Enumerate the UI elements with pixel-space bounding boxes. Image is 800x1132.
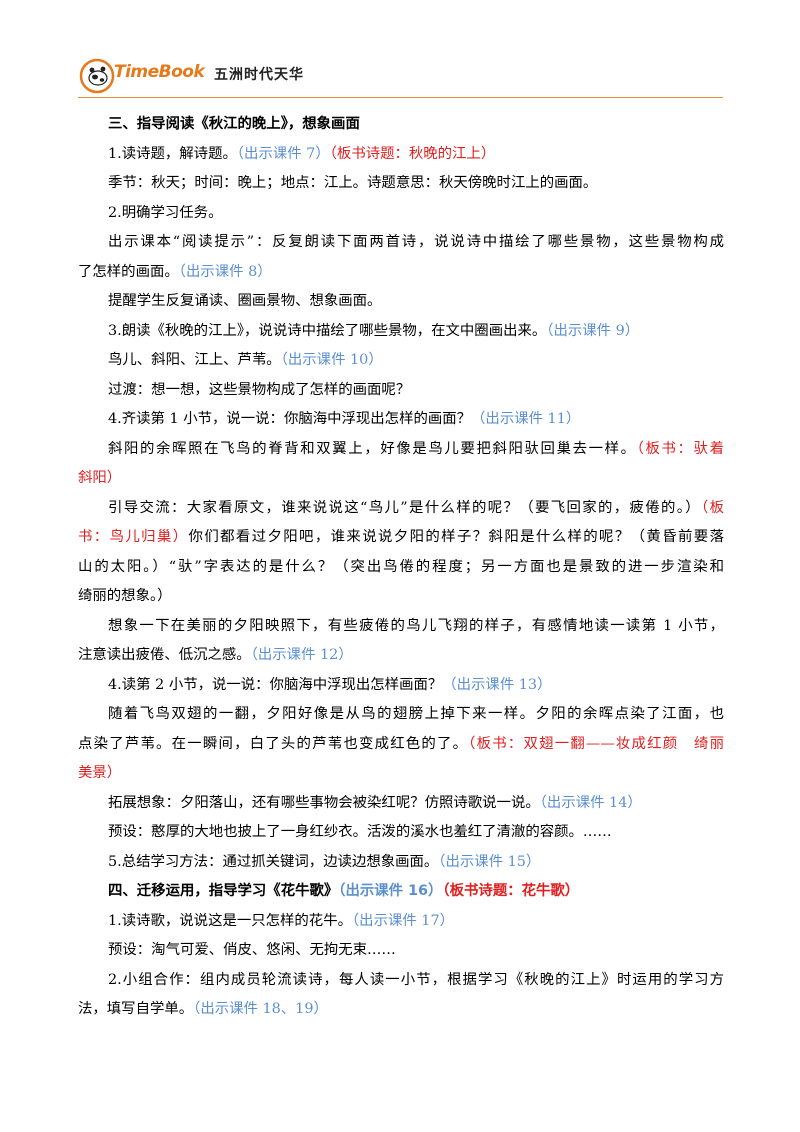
brand-name: TimeBook <box>114 62 205 82</box>
text-line: 1.读诗歌，说说这是一只怎样的花牛。（出示课件 17） <box>78 907 724 937</box>
text-segment: 了怎样的画面。 <box>78 263 179 280</box>
text-segment: 注意读出疲倦、低沉之感。 <box>78 647 251 663</box>
courseware-note: （出示课件 13） <box>442 676 552 693</box>
brand-name-chinese: 五洲时代天华 <box>214 67 304 83</box>
text-line: 5.总结学习方法：通过抓关键词，边读边想象画面。（出示课件 15） <box>78 848 724 878</box>
header: TimeBook 五洲时代天华 <box>78 58 378 94</box>
text-segment: 4.齐读第 1 小节，说一说：你脑海中浮现出怎样的画面？ <box>108 411 472 427</box>
text-segment: 预设：憨厚的大地也披上了一身红纱衣。活泼的溪水也羞红了清澈的容颜。…… <box>108 824 612 840</box>
courseware-note: （出示课件 7） <box>236 145 330 162</box>
text-line: 拓展想象：夕阳落山，还有哪些事物会被染红呢？仿照诗歌说一说。（出示课件 14） <box>78 789 724 819</box>
text-segment: 1.读诗题，解诗题。 <box>108 145 237 162</box>
text-line: 了怎样的画面。（出示课件 8） <box>78 258 724 288</box>
text-line: 4.齐读第 1 小节，说一说：你脑海中浮现出怎样的画面？（出示课件 11） <box>78 405 724 435</box>
text-segment: 预设：淘气可爱、俏皮、悠闲、无拘无束…… <box>108 942 396 958</box>
cow-logo-icon <box>79 58 115 94</box>
board-note: （板书诗题：花牛歌） <box>442 883 580 899</box>
text-line: 4.读第 2 小节，说一说：你脑海中浮现出怎样画面？（出示课件 13） <box>78 671 724 701</box>
text-line: 绮丽的想象。） <box>78 582 724 612</box>
text-line: 山的太阳。）“驮”字表达的是什么？（突出鸟倦的程度；另一方面也是景致的进一步渲染… <box>78 553 724 583</box>
text-line: 季节：秋天；时间：晚上；地点：江上。诗题意思：秋天傍晚时江上的画面。 <box>78 169 724 199</box>
text-line: 2.小组合作：组内成员轮流读诗，每人读一小节，根据学习《秋晚的江上》时运用的学习… <box>78 966 724 996</box>
board-note: （板书：驮着 <box>636 440 724 457</box>
board-note: 斜阳） <box>78 470 122 486</box>
text-line: 斜阳的余晖照在飞鸟的脊背和双翼上，好像是鸟儿要把斜阳驮回巢去一样。（板书：驮着 <box>78 435 724 465</box>
text-line: 点染了芦苇。在一瞬间，白了头的芦苇也变成红色的了。（板书：双翅一翻——妆成红颜 … <box>78 730 724 760</box>
text-segment: 引导交流：大家看原文，谁来说说这“鸟儿”是什么样的呢？（要飞回家的，疲倦的。） <box>108 499 702 516</box>
text-line: 提醒学生反复诵读、圈画景物、想象画面。 <box>78 287 724 317</box>
text-segment: 提醒学生反复诵读、圈画景物、想象画面。 <box>108 293 382 309</box>
text-line: 过渡：想一想，这些景物构成了怎样的画面呢？ <box>78 376 724 406</box>
text-segment: 想象一下在美丽的夕阳映照下，有些疲倦的鸟儿飞翔的样子，有感情地读一读第 1 小节… <box>108 617 724 634</box>
text-segment: 季节：秋天；时间：晚上；地点：江上。诗题意思：秋天傍晚时江上的画面。 <box>108 175 598 191</box>
board-note: （板书：双翅一翻——妆成红颜 绮丽 <box>468 735 724 752</box>
text-line: 美景） <box>78 759 724 789</box>
courseware-note: （出示课件 11） <box>471 411 581 427</box>
text-segment: 3.朗读《秋晚的江上》，说说诗中描绘了哪些景物，在文中圈画出来。 <box>108 322 547 339</box>
board-note: （板 <box>701 499 724 516</box>
text-line: 书：鸟儿归巢）你们都看过夕阳吧，谁来说说夕阳的样子？斜阳是什么样的呢？（黄昏前要… <box>78 523 724 553</box>
text-line: 预设：淘气可爱、俏皮、悠闲、无拘无束…… <box>78 936 724 966</box>
text-line: 鸟儿、斜阳、江上、芦苇。（出示课件 10） <box>78 346 724 376</box>
section-heading: 四、迁移运用，指导学习《花牛歌》（出示课件 16）（板书诗题：花牛歌） <box>78 877 724 907</box>
board-note: 书：鸟儿归巢） <box>78 529 189 545</box>
text-segment: 四、迁移运用，指导学习《花牛歌》 <box>108 883 339 899</box>
text-segment: 5.总结学习方法：通过抓关键词，边读边想象画面。 <box>108 853 439 870</box>
courseware-note: （出示课件 18、19） <box>193 1001 328 1017</box>
text-segment: 拓展想象：夕阳落山，还有哪些事物会被染红呢？仿照诗歌说一说。 <box>108 794 540 811</box>
courseware-note: （出示课件 9） <box>546 322 640 339</box>
section-heading: 三、指导阅读《秋江的晚上》，想象画面 <box>78 110 724 140</box>
text-segment: 绮丽的想象。） <box>78 588 172 604</box>
text-line: 1.读诗题，解诗题。（出示课件 7）（板书诗题：秋晚的江上） <box>78 140 724 170</box>
text-line: 斜阳） <box>78 464 724 494</box>
text-segment: 法，填写自学单。 <box>78 1001 194 1017</box>
courseware-note: （出示课件 16） <box>338 883 443 899</box>
text-line: 随着飞鸟双翅的一翻，夕阳好像是从鸟的翅膀上掉下来一样。夕阳的余晖点染了江面，也 <box>78 700 724 730</box>
text-line: 法，填写自学单。（出示课件 18、19） <box>78 995 724 1025</box>
text-segment: 三、指导阅读《秋江的晚上》，想象画面 <box>108 116 360 132</box>
text-segment: 出示课本“阅读提示”：反复朗读下面两首诗，说说诗中描绘了哪些景物，这些景物构成 <box>108 234 724 250</box>
board-note: 美景） <box>78 765 122 781</box>
text-segment: 鸟儿、斜阳、江上、芦苇。 <box>108 352 281 368</box>
text-line: 3.朗读《秋晚的江上》，说说诗中描绘了哪些景物，在文中圈画出来。（出示课件 9） <box>78 317 724 347</box>
text-segment: 过渡：想一想，这些景物构成了怎样的画面呢？ <box>108 381 411 398</box>
text-segment: 1.读诗歌，说说这是一只怎样的花牛。 <box>108 912 352 929</box>
courseware-note: （出示课件 10） <box>280 352 383 368</box>
header-divider <box>78 97 723 98</box>
courseware-note: （出示课件 12） <box>250 647 353 663</box>
text-segment: 2.小组合作：组内成员轮流读诗，每人读一小节，根据学习《秋晚的江上》时运用的学习… <box>108 971 724 988</box>
courseware-note: （出示课件 8） <box>178 263 272 280</box>
text-line: 注意读出疲倦、低沉之感。（出示课件 12） <box>78 641 724 671</box>
text-segment: 4.读第 2 小节，说一说：你脑海中浮现出怎样画面？ <box>108 676 443 693</box>
text-line: 预设：憨厚的大地也披上了一身红纱衣。活泼的溪水也羞红了清澈的容颜。…… <box>78 818 724 848</box>
text-segment: 斜阳的余晖照在飞鸟的脊背和双翼上，好像是鸟儿要把斜阳驮回巢去一样。 <box>108 440 637 457</box>
text-segment: 你们都看过夕阳吧，谁来说说夕阳的样子？斜阳是什么样的呢？（黄昏前要落 <box>188 529 724 545</box>
courseware-note: （出示课件 14） <box>539 794 642 811</box>
text-segment: 随着飞鸟双翅的一翻，夕阳好像是从鸟的翅膀上掉下来一样。夕阳的余晖点染了江面，也 <box>108 706 724 722</box>
text-line: 出示课本“阅读提示”：反复朗读下面两首诗，说说诗中描绘了哪些景物，这些景物构成 <box>78 228 724 258</box>
text-line: 引导交流：大家看原文，谁来说说这“鸟儿”是什么样的呢？（要飞回家的，疲倦的。）（… <box>78 494 724 524</box>
courseware-note: （出示课件 15） <box>438 853 541 870</box>
text-line: 想象一下在美丽的夕阳映照下，有些疲倦的鸟儿飞翔的样子，有感情地读一读第 1 小节… <box>78 612 724 642</box>
text-line: 2.明确学习任务。 <box>78 199 724 229</box>
text-segment: 2.明确学习任务。 <box>108 204 223 221</box>
text-segment: 山的太阳。）“驮”字表达的是什么？（突出鸟倦的程度；另一方面也是景致的进一步渲染… <box>78 558 724 575</box>
board-note: （板书诗题：秋晚的江上） <box>329 145 496 162</box>
courseware-note: （出示课件 17） <box>351 912 455 929</box>
text-segment: 点染了芦苇。在一瞬间，白了头的芦苇也变成红色的了。 <box>78 735 469 752</box>
